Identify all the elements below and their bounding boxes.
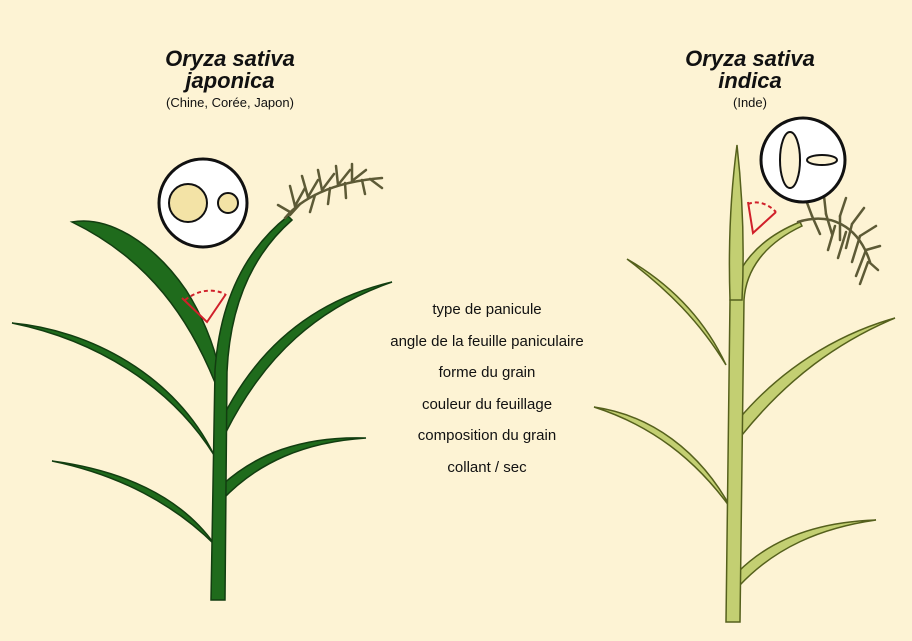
indica-grain-section-icon	[761, 118, 845, 202]
indica-panicle	[798, 196, 880, 284]
indica-leaf-lower-right	[738, 520, 876, 585]
trait-panicle-type: type de panicule	[340, 300, 634, 332]
indica-name-line2: indica	[650, 70, 850, 92]
indica-leaf-mid-right	[738, 318, 895, 435]
indica-name-line1: Oryza sativa	[650, 48, 850, 70]
indica-leaf-upper-left	[627, 259, 726, 365]
indica-leaf-angle-marker	[748, 202, 776, 233]
japonica-grain-section-icon	[159, 159, 247, 247]
japonica-leaf-lower-left	[52, 461, 215, 545]
japonica-leaf-mid-left	[12, 323, 214, 455]
indica-regions: (Inde)	[650, 94, 850, 112]
japonica-stem	[211, 216, 292, 600]
japonica-regions: (Chine, Corée, Japon)	[130, 94, 330, 112]
japonica-title: Oryza sativa japonica (Chine, Corée, Jap…	[130, 48, 330, 112]
japonica-panicle	[278, 164, 382, 218]
trait-flag-leaf-angle: angle de la feuille paniculaire	[340, 332, 634, 364]
japonica-name-line2: japonica	[130, 70, 330, 92]
trait-grain-composition: composition du grain	[340, 426, 634, 458]
indica-flag-leaf	[729, 145, 743, 300]
japonica-name-line1: Oryza sativa	[130, 48, 330, 70]
trait-foliage-color: couleur du feuillage	[340, 395, 634, 427]
trait-grain-shape: forme du grain	[340, 363, 634, 395]
indica-title: Oryza sativa indica (Inde)	[650, 48, 850, 112]
japonica-plant	[12, 159, 392, 600]
trait-sticky-dry: collant / sec	[340, 458, 634, 490]
indica-plant	[594, 118, 895, 622]
comparison-traits-list: type de panicule angle de la feuille pan…	[340, 300, 634, 489]
